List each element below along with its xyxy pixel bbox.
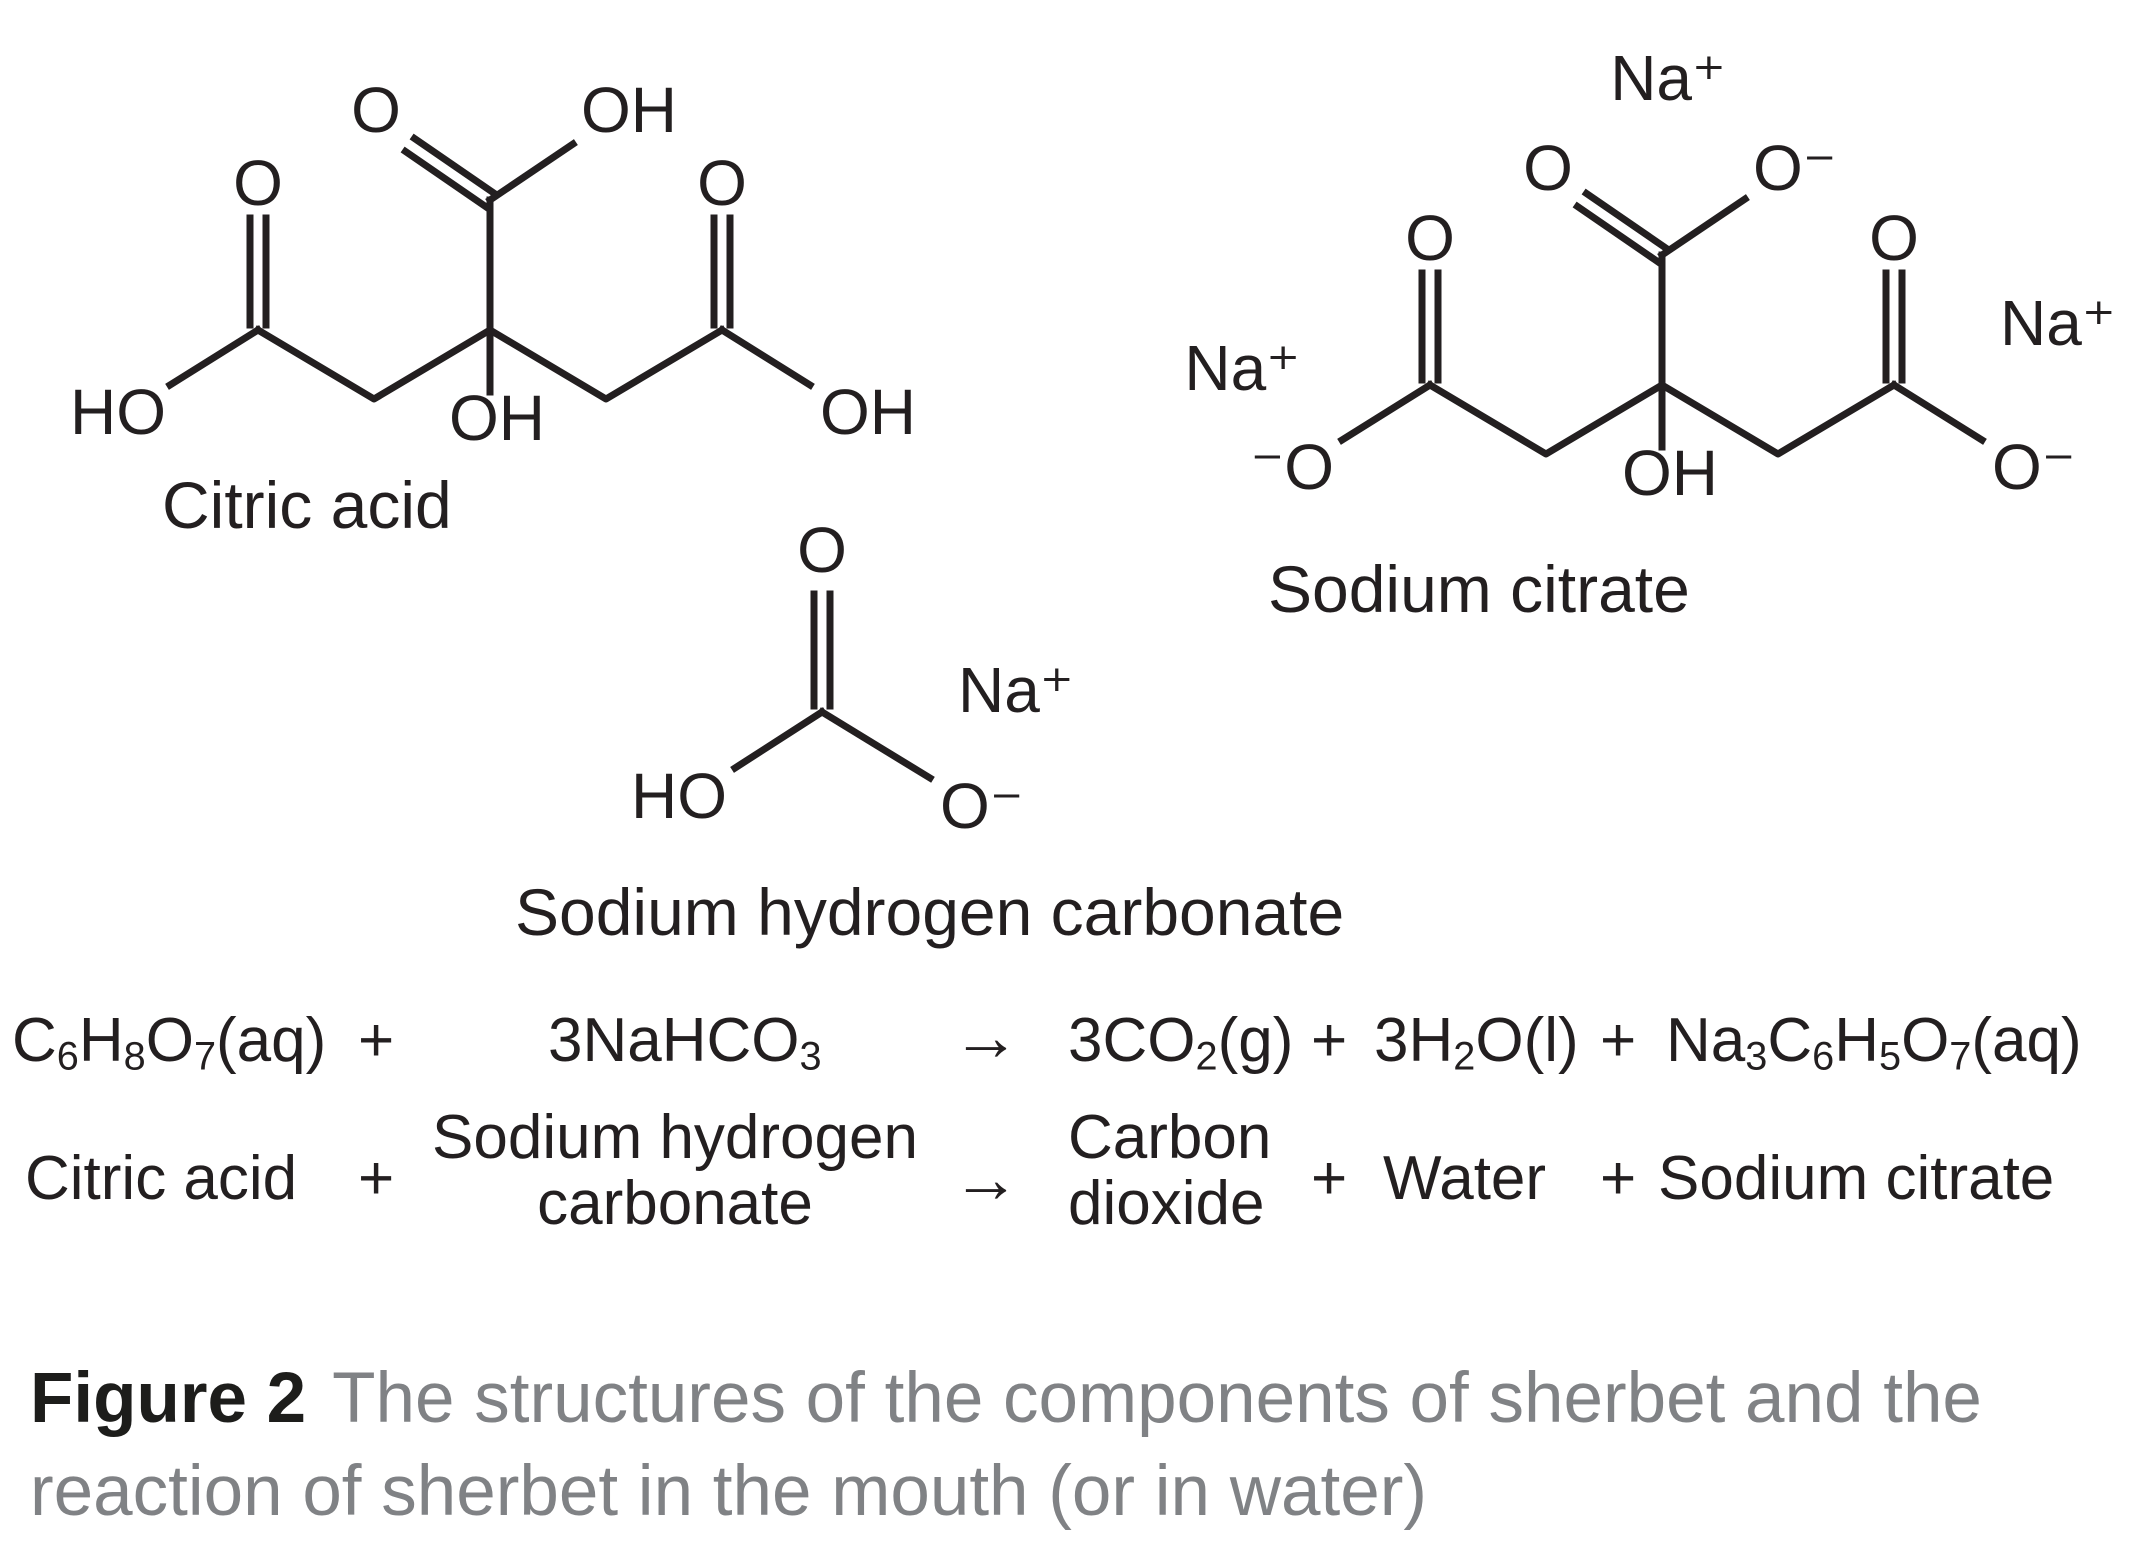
atom-hydroxyl: HO — [631, 760, 727, 832]
plus-sign: + — [1311, 1144, 1348, 1213]
atom-sodium-ion: Na⁺ — [1610, 42, 1726, 114]
bond-chain — [1425, 380, 1899, 458]
atom-sodium-ion: Na⁺ — [1184, 332, 1300, 404]
citric-acid-bonds — [165, 133, 815, 403]
formula-sodium-hydrogen-carbonate: 3NaHCO3 — [548, 1006, 822, 1079]
formula-carbon-dioxide: 3CO2(g) — [1068, 1006, 1294, 1079]
citric-acid-label: Citric acid — [162, 468, 452, 542]
word-sodium-citrate: Sodium citrate — [1658, 1144, 2055, 1213]
sodium-citrate-label: Sodium citrate — [1268, 552, 1690, 626]
atom-oxygen-anion: O⁻ — [1992, 431, 2076, 503]
atom-hydroxyl: OH — [581, 74, 677, 146]
plus-sign: + — [358, 1006, 395, 1075]
atom-oxygen-anion: O⁻ — [940, 770, 1024, 842]
word-line: dioxide — [1068, 1169, 1265, 1238]
bond — [730, 707, 827, 773]
figure-caption-label: Figure 2 — [30, 1359, 307, 1438]
figure-caption-line1: The structures of the components of sher… — [332, 1359, 1982, 1438]
structures-diagram: O OH O HO OH O OH Citric acid — [70, 42, 2116, 949]
formula-sodium-citrate: Na3C6H5O7(aq) — [1666, 1006, 2082, 1079]
atom-oxygen: O — [697, 147, 747, 219]
atom-oxygen: O — [1405, 202, 1455, 274]
plus-sign: + — [1311, 1006, 1348, 1075]
sodium-hydrogen-carbonate-structure: O HO O⁻ Na⁺ Sodium hydrogen carbonate — [515, 514, 1344, 949]
formula-citric-acid: C6H8O7(aq) — [12, 1006, 327, 1079]
sodium-citrate-bonds — [1337, 188, 1987, 458]
sodium-hydrogen-carbonate-bonds — [730, 590, 935, 783]
atom-oxygen: O — [1869, 202, 1919, 274]
atom-hydroxyl: HO — [70, 376, 166, 448]
bond — [1337, 380, 1435, 445]
atom-oxygen-anion: O⁻ — [1753, 132, 1837, 204]
word-citric-acid: Citric acid — [25, 1144, 298, 1213]
plus-sign: + — [1600, 1006, 1637, 1075]
citric-acid-structure: O OH O HO OH O OH Citric acid — [70, 74, 916, 542]
bond — [717, 325, 815, 390]
plus-sign: + — [1600, 1144, 1637, 1213]
plus-sign: + — [358, 1144, 395, 1213]
atom-hydroxyl: OH — [820, 376, 916, 448]
atom-sodium-ion: Na⁺ — [958, 654, 1074, 726]
atom-oxygen: O — [1523, 132, 1573, 204]
reaction-arrow-icon: → — [952, 999, 1020, 1075]
atom-sodium-ion: Na⁺ — [2000, 287, 2116, 359]
formula-water: 3H2O(l) — [1374, 1006, 1579, 1079]
bond-double — [1572, 201, 1663, 267]
bond-chain — [253, 325, 727, 403]
word-water: Water — [1383, 1144, 1547, 1213]
figure-caption-line2: reaction of sherbet in the mouth (or in … — [30, 1452, 1428, 1531]
word-line: Sodium hydrogen — [432, 1103, 918, 1172]
sodium-hydrogen-carbonate-label: Sodium hydrogen carbonate — [515, 875, 1344, 949]
atom-hydroxyl: OH — [449, 382, 545, 454]
figure-caption: Figure 2 The structures of the components… — [30, 1352, 2120, 1538]
bond — [485, 139, 578, 205]
sodium-citrate-structure: Na⁺ O O⁻ Na⁺ O ⁻O OH O O⁻ Na⁺ Sodium cit… — [1184, 42, 2115, 626]
atom-oxygen-anion: ⁻O — [1250, 431, 1334, 503]
word-line: carbonate — [537, 1169, 813, 1238]
bond-double — [400, 146, 491, 212]
word-line: Carbon — [1068, 1103, 1272, 1172]
bond-double — [409, 133, 500, 199]
bond — [165, 325, 263, 390]
reaction-arrow-icon: → — [952, 1141, 1020, 1217]
bond-double — [1581, 188, 1672, 254]
atom-oxygen: O — [233, 147, 283, 219]
atom-hydroxyl: OH — [1622, 437, 1718, 509]
atom-oxygen: O — [797, 514, 847, 586]
bond — [817, 707, 935, 783]
bond — [1889, 380, 1987, 445]
atom-oxygen: O — [351, 74, 401, 146]
bond — [1657, 194, 1750, 260]
